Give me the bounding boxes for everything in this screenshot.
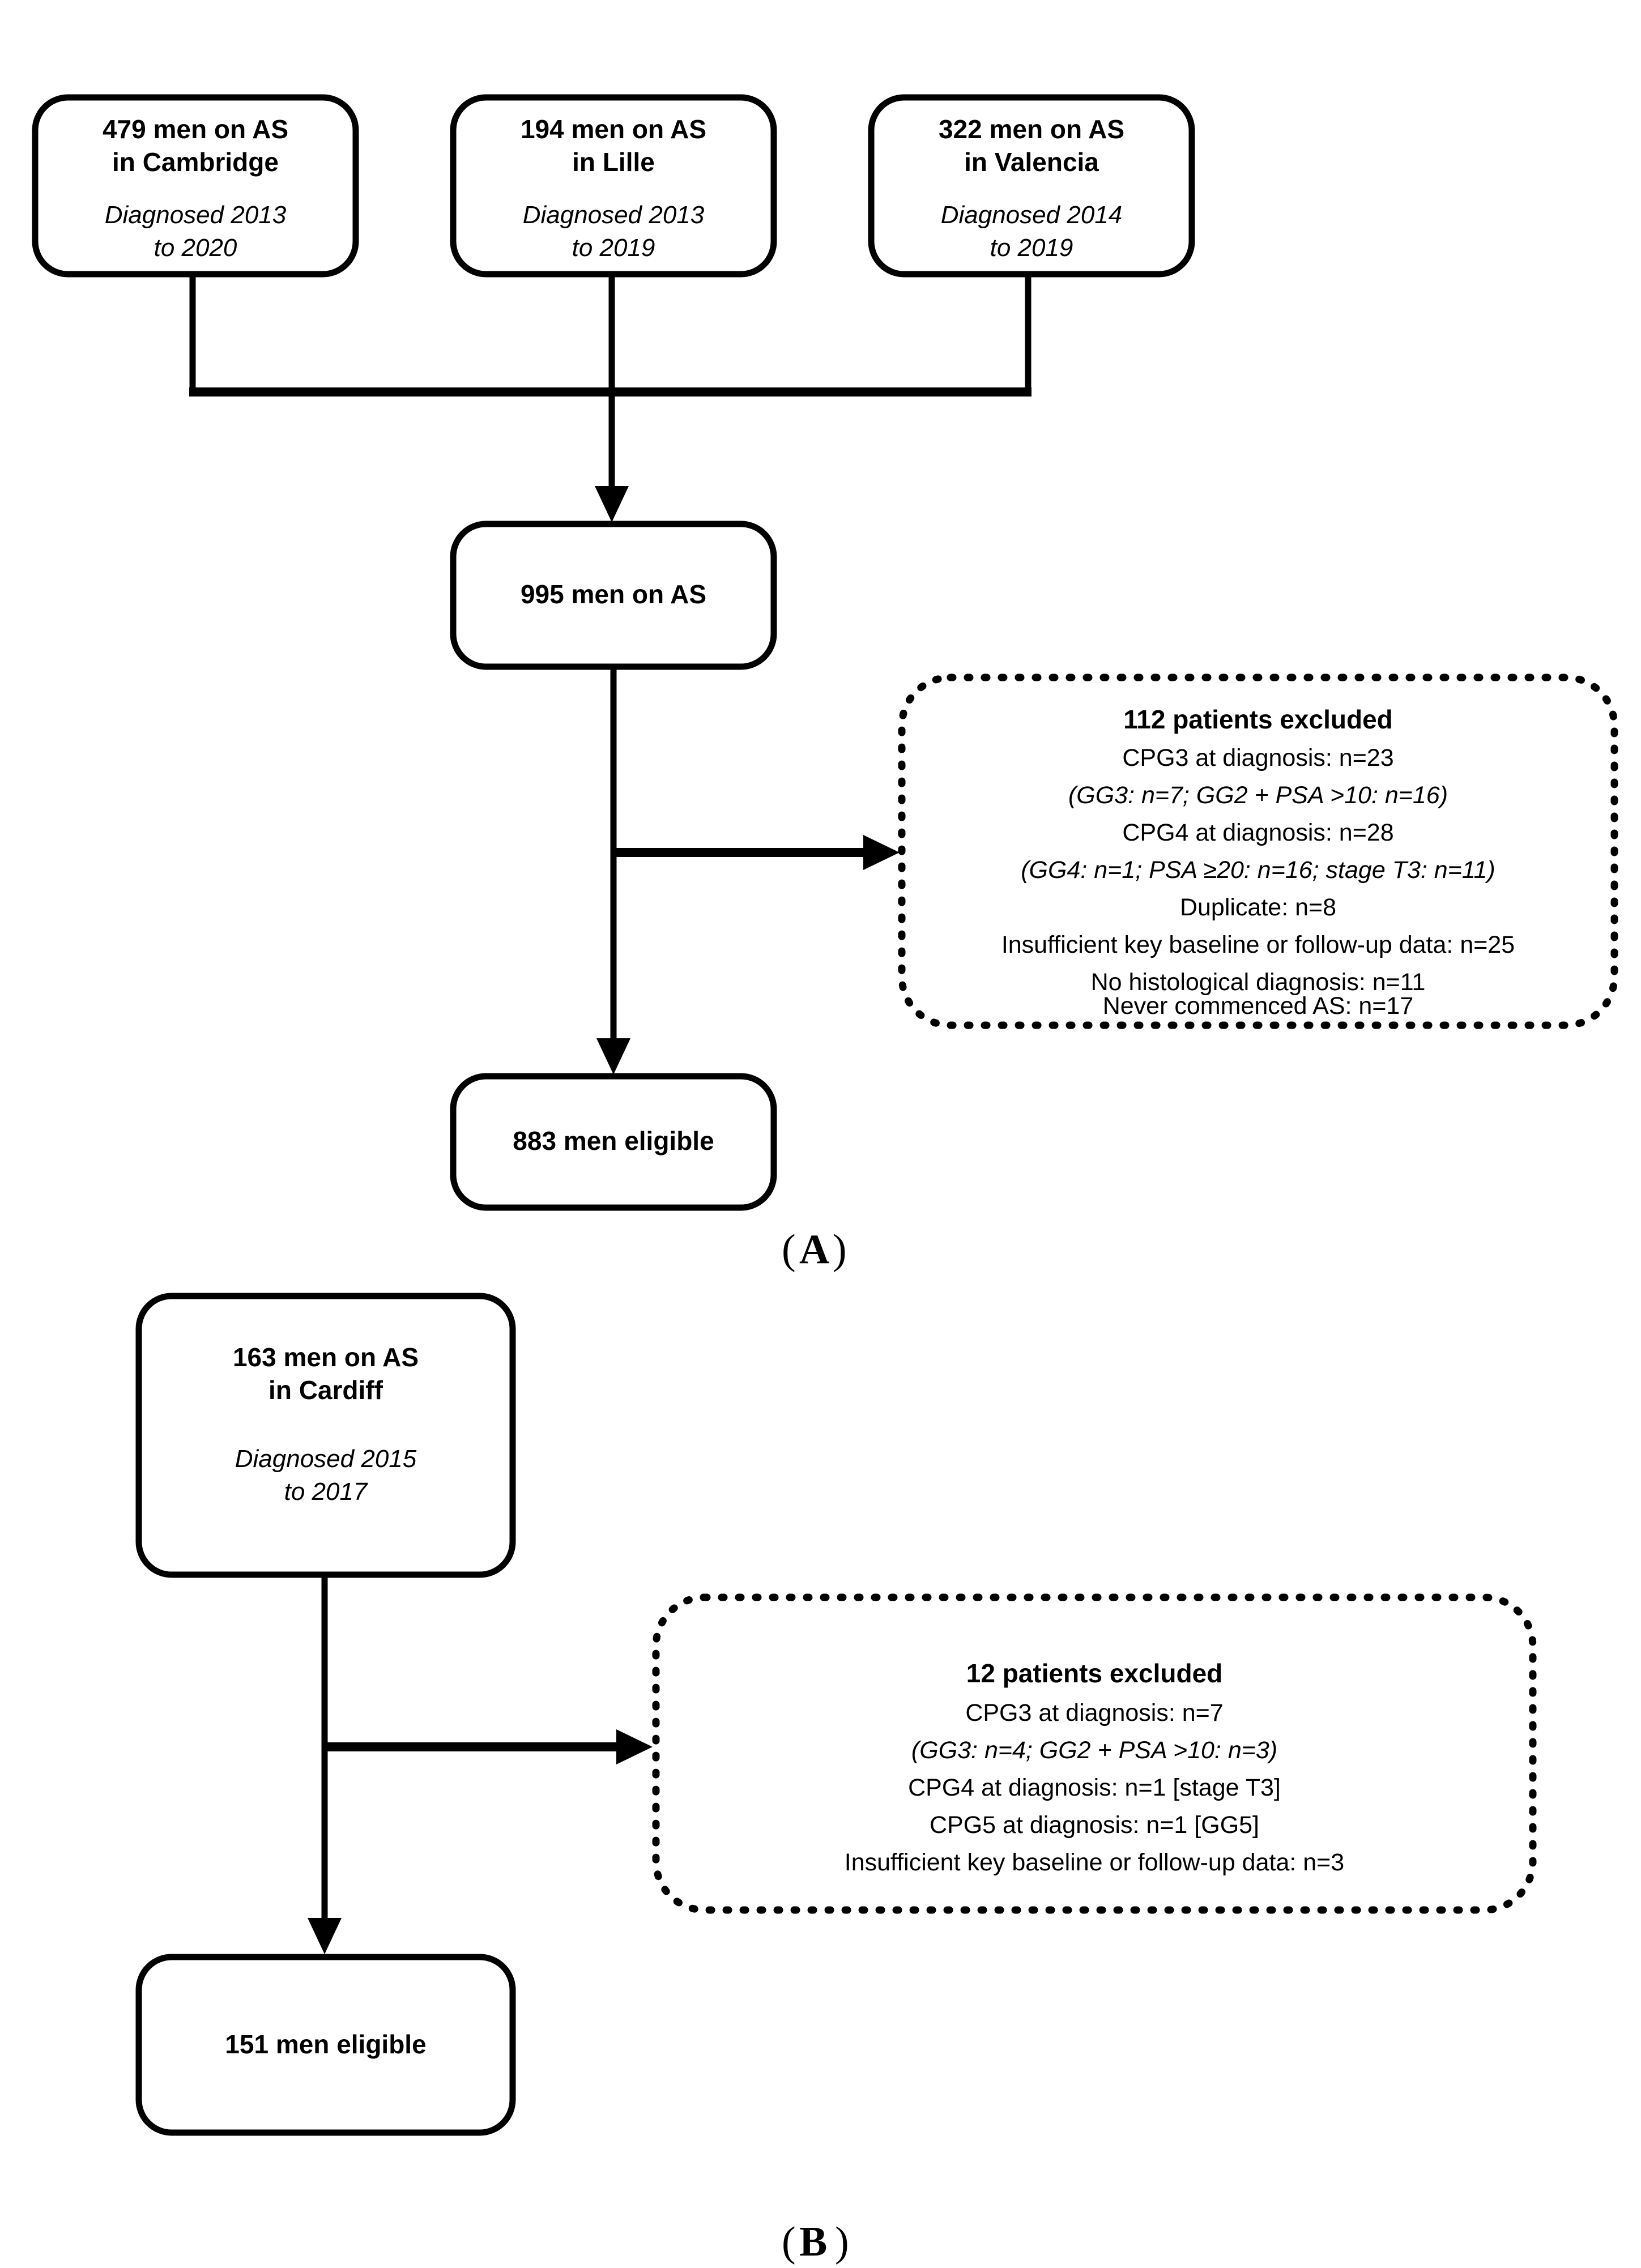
pooled-box-995[interactable]: 995 men on AS bbox=[450, 521, 777, 670]
pooled-box-995-label: 995 men on AS bbox=[521, 579, 706, 609]
exclusions-12-line-1: CPG3 at diagnosis: n=7 bbox=[965, 1699, 1223, 1726]
eligible-box-883[interactable]: 883 men eligible bbox=[450, 1073, 777, 1211]
arrowhead-to-pooled bbox=[595, 486, 629, 522]
exclusions-box-12[interactable]: 12 patients excluded CPG3 at diagnosis: … bbox=[652, 1593, 1537, 1914]
eligible-box-151-label: 151 men eligible bbox=[225, 2030, 426, 2059]
source-box-lille[interactable]: 194 men on AS in Lille Diagnosed 2013 to… bbox=[450, 94, 777, 278]
panel-b-label: ( B ) bbox=[782, 2219, 849, 2265]
panel-a-merge-connectors bbox=[189, 272, 1032, 522]
source-box-cambridge-shape bbox=[32, 94, 359, 278]
source-cardiff-subtitle-line1: Diagnosed 2015 bbox=[235, 1445, 417, 1473]
source-box-valencia-shape bbox=[868, 94, 1195, 278]
source-cambridge-subtitle-line1: Diagnosed 2013 bbox=[105, 201, 287, 229]
arrowhead-to-eligible-a bbox=[596, 1038, 630, 1075]
exclusions-112-line-3: CPG4 at diagnosis: n=28 bbox=[1122, 819, 1393, 846]
panel-b: 163 men on AS in Cardiff Diagnosed 2015 … bbox=[135, 1293, 1537, 2265]
source-lille-title-line1: 194 men on AS bbox=[521, 114, 706, 144]
eligible-box-883-shape bbox=[450, 1073, 777, 1211]
panel-a-label-letter: A bbox=[799, 1226, 829, 1273]
source-cambridge-subtitle-line2: to 2020 bbox=[154, 234, 237, 262]
source-cambridge-title-line1: 479 men on AS bbox=[103, 114, 288, 144]
source-box-cardiff[interactable]: 163 men on AS in Cardiff Diagnosed 2015 … bbox=[135, 1293, 516, 1578]
exclusions-box-112-shape bbox=[898, 673, 1618, 1029]
exclusions-12-line-4: CPG5 at diagnosis: n=1 [GG5] bbox=[930, 1811, 1259, 1839]
source-valencia-subtitle-line2: to 2019 bbox=[990, 234, 1073, 262]
exclusions-112-line-4: (GG4: n=1; PSA ≥20: n=16; stage T3: n=11… bbox=[1021, 856, 1495, 884]
source-box-lille-shape bbox=[450, 94, 777, 278]
source-box-cardiff-shape bbox=[135, 1293, 516, 1578]
exclusions-12-line-5: Insufficient key baseline or follow-up d… bbox=[845, 1849, 1344, 1876]
panel-a-exclusion-connectors bbox=[596, 667, 900, 1075]
exclusions-112-line-5: Duplicate: n=8 bbox=[1180, 894, 1336, 921]
panel-a-label-paren-close: ) bbox=[833, 1226, 847, 1273]
source-box-cambridge[interactable]: 479 men on AS in Cambridge Diagnosed 201… bbox=[32, 94, 359, 278]
panel-b-connectors bbox=[308, 1575, 653, 1954]
exclusions-112-line-7: No histological diagnosis: n=11 bbox=[1091, 969, 1426, 996]
source-cardiff-title-line2: in Cardiff bbox=[268, 1375, 383, 1405]
exclusions-12-line-3: CPG4 at diagnosis: n=1 [stage T3] bbox=[908, 1774, 1281, 1801]
source-lille-subtitle-line1: Diagnosed 2013 bbox=[523, 201, 705, 229]
source-cambridge-title-line2: in Cambridge bbox=[112, 147, 279, 177]
source-valencia-subtitle-line1: Diagnosed 2014 bbox=[941, 201, 1122, 229]
exclusions-112-line-8: Never commenced AS: n=17 bbox=[1103, 992, 1414, 1020]
arrowhead-to-exclusions-b bbox=[616, 1729, 653, 1764]
exclusions-112-heading: 112 patients excluded bbox=[1123, 705, 1393, 734]
eligible-box-151[interactable]: 151 men eligible bbox=[135, 1954, 516, 2136]
panel-b-label-paren-open: ( bbox=[782, 2219, 796, 2265]
source-cardiff-title-line1: 163 men on AS bbox=[233, 1342, 419, 1372]
panel-b-label-paren-close: ) bbox=[835, 2219, 849, 2265]
exclusions-box-12-shape bbox=[652, 1593, 1537, 1914]
exclusions-12-line-2: (GG3: n=4; GG2 + PSA >10: n=3) bbox=[911, 1737, 1277, 1764]
panel-a-label: ( A ) bbox=[782, 1226, 847, 1273]
panel-a-label-paren-open: ( bbox=[782, 1226, 796, 1273]
source-valencia-title-line1: 322 men on AS bbox=[939, 114, 1124, 144]
arrowhead-to-exclusions-a bbox=[863, 835, 900, 870]
exclusions-box-112[interactable]: 112 patients excluded CPG3 at diagnosis:… bbox=[898, 673, 1618, 1029]
exclusions-112-line-1: CPG3 at diagnosis: n=23 bbox=[1122, 744, 1393, 771]
exclusions-112-line-2: (GG3: n=7; GG2 + PSA >10: n=16) bbox=[1068, 782, 1448, 809]
exclusions-12-heading: 12 patients excluded bbox=[966, 1659, 1223, 1688]
panel-a: 479 men on AS in Cambridge Diagnosed 201… bbox=[32, 94, 1618, 1273]
eligible-box-883-label: 883 men eligible bbox=[513, 1126, 714, 1156]
source-valencia-title-line2: in Valencia bbox=[964, 147, 1099, 177]
source-lille-subtitle-line2: to 2019 bbox=[572, 234, 655, 262]
source-box-valencia[interactable]: 322 men on AS in Valencia Diagnosed 2014… bbox=[868, 94, 1195, 278]
source-cardiff-subtitle-line2: to 2017 bbox=[284, 1478, 368, 1506]
eligible-box-151-shape bbox=[135, 1954, 516, 2136]
panel-b-label-letter: B bbox=[799, 2219, 827, 2265]
exclusions-112-line-6: Insufficient key baseline or follow-up d… bbox=[1001, 931, 1515, 958]
arrowhead-to-eligible-b bbox=[308, 1918, 342, 1954]
source-lille-title-line2: in Lille bbox=[572, 147, 655, 177]
